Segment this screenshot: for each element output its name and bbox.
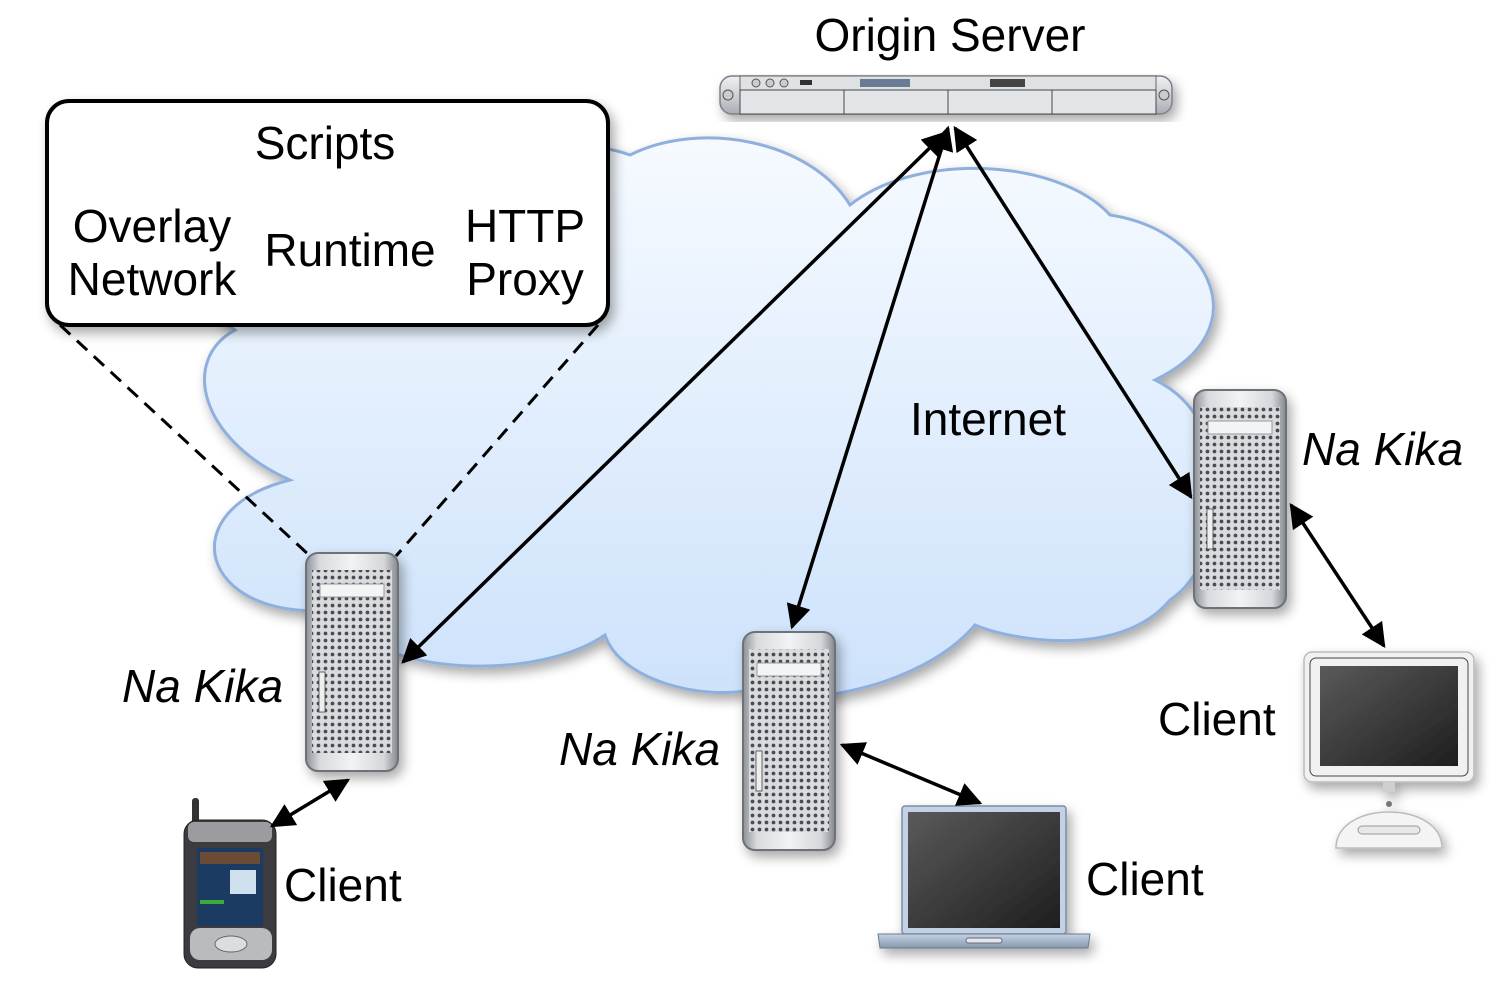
na-kika-server-left (305, 552, 399, 772)
client-laptop-device (877, 805, 1091, 949)
arrow-origin-to-right-node (953, 125, 1193, 500)
overlay-network-line1: Overlay (72, 200, 232, 252)
client-pda-device (183, 798, 277, 969)
arrow-middle-node-to-laptop (839, 742, 983, 806)
overlay-network-line2: Network (67, 252, 237, 305)
client-label-pda: Client (284, 859, 402, 911)
na-kika-label-right: Na Kika (1302, 423, 1464, 475)
runtime-label: Runtime (264, 224, 436, 276)
scripts-title: Scripts (254, 117, 396, 169)
client-label-desktop: Client (1158, 693, 1276, 745)
arrow-left-node-to-pda (269, 778, 351, 828)
na-kika-server-middle (742, 631, 836, 851)
scripts-component-http-proxy: HTTP Proxy (452, 200, 598, 306)
origin-server (719, 75, 1173, 115)
client-label-laptop: Client (1086, 853, 1204, 905)
arrow-origin-to-middle-node (786, 125, 954, 630)
scripts-component-overlay-network: Overlay Network (52, 200, 252, 306)
arrow-right-node-to-desktop (1289, 502, 1386, 649)
client-desktop-device (1303, 651, 1475, 849)
origin-server-label: Origin Server (814, 9, 1086, 61)
na-kika-server-right (1193, 389, 1287, 609)
na-kika-label-left: Na Kika (122, 660, 284, 712)
scripts-component-runtime: Runtime (255, 227, 445, 273)
na-kika-label-middle: Na Kika (559, 723, 721, 775)
http-proxy-line1: HTTP (464, 200, 586, 252)
http-proxy-line2: Proxy (466, 252, 584, 305)
dashed-link-left (58, 323, 312, 558)
internet-label: Internet (910, 393, 1066, 445)
